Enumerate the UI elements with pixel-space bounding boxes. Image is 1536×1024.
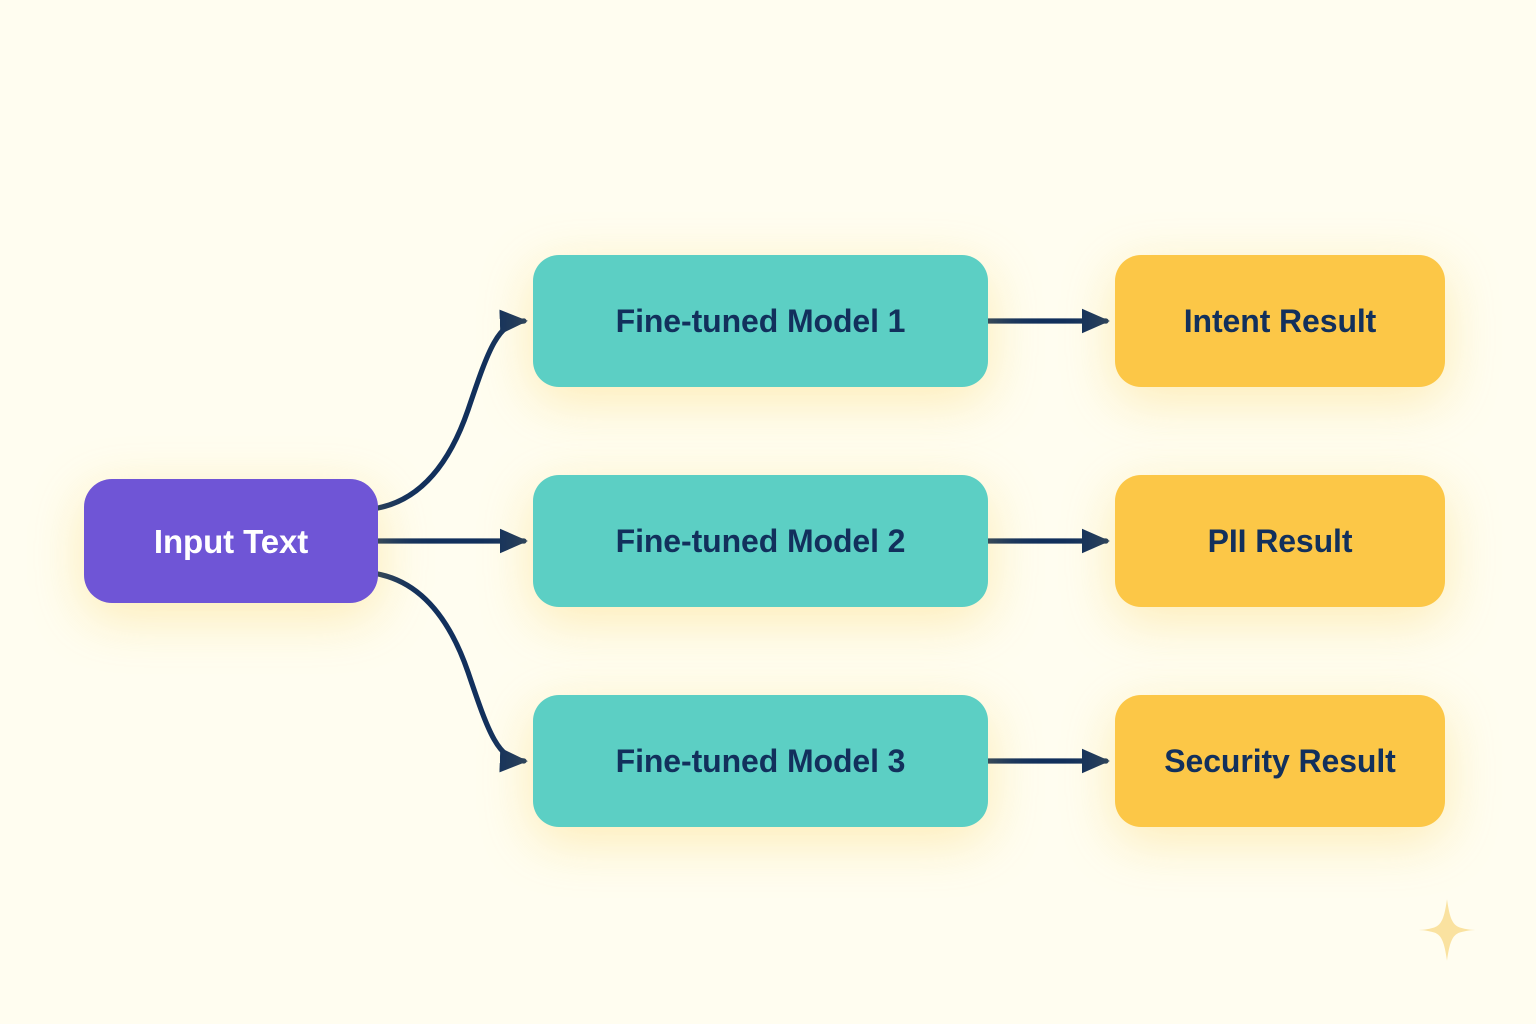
node-input-text-label: Input Text: [153, 522, 309, 560]
node-result-pii-label: PII Result: [1207, 523, 1353, 559]
node-result-intent[interactable]: Intent Result: [1115, 255, 1445, 387]
edge-input-to-model-1: [375, 309, 528, 511]
node-result-pii[interactable]: PII Result: [1115, 475, 1445, 607]
node-model-3[interactable]: Fine-tuned Model 3: [533, 695, 988, 827]
node-model-2-label: Fine-tuned Model 2: [615, 523, 906, 559]
node-model-1-label: Fine-tuned Model 1: [615, 303, 906, 339]
node-input-text[interactable]: Input Text: [84, 479, 378, 603]
edge-input-to-model-3: [375, 571, 528, 773]
node-result-security-label: Security Result: [1164, 743, 1396, 779]
node-model-2[interactable]: Fine-tuned Model 2: [533, 475, 988, 607]
node-model-3-label: Fine-tuned Model 3: [615, 743, 906, 779]
node-result-intent-label: Intent Result: [1183, 303, 1377, 339]
sparkle-icon: [1416, 899, 1478, 961]
node-result-security[interactable]: Security Result: [1115, 695, 1445, 827]
node-model-1[interactable]: Fine-tuned Model 1: [533, 255, 988, 387]
